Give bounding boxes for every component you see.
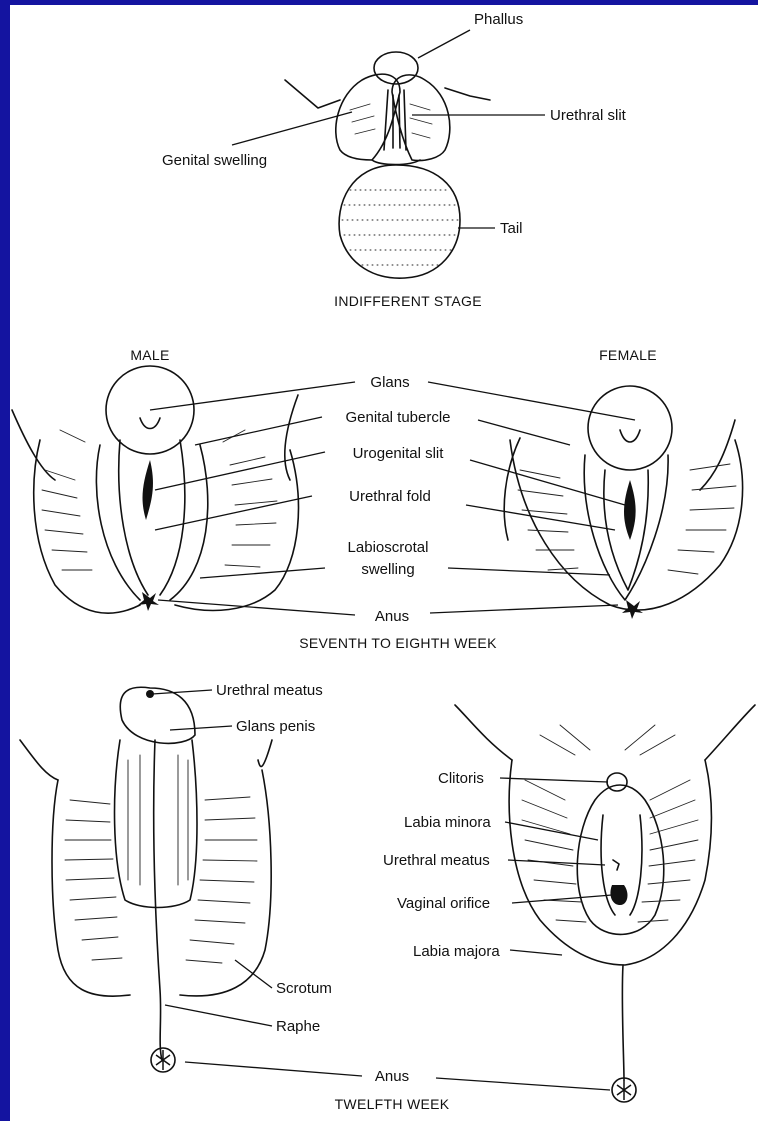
label-urethral-meatus-female: Urethral meatus xyxy=(383,852,490,869)
label-labia-minora: Labia minora xyxy=(404,814,491,831)
label-anus-week7: Anus xyxy=(375,608,409,625)
indifferent-leader-lines xyxy=(232,30,545,228)
label-vaginal-orifice: Vaginal orifice xyxy=(397,895,490,912)
header-male: MALE xyxy=(130,347,169,363)
label-anus-week12: Anus xyxy=(375,1068,409,1085)
label-genital-swelling: Genital swelling xyxy=(162,152,267,169)
label-urethral-slit: Urethral slit xyxy=(550,107,627,124)
label-tail: Tail xyxy=(500,220,523,237)
label-scrotum: Scrotum xyxy=(276,980,332,997)
label-glans: Glans xyxy=(370,374,409,391)
female-week7-drawing xyxy=(504,386,742,619)
male-week12-drawing xyxy=(20,687,272,1072)
label-clitoris: Clitoris xyxy=(438,770,484,787)
stage-title-seventh-eighth: SEVENTH TO EIGHTH WEEK xyxy=(299,635,497,651)
label-genital-tubercle: Genital tubercle xyxy=(345,409,450,426)
label-glans-penis: Glans penis xyxy=(236,718,315,735)
male-week12-leader-lines xyxy=(152,690,362,1076)
label-phallus: Phallus xyxy=(474,11,523,28)
stage-title-twelfth: TWELFTH WEEK xyxy=(335,1096,450,1112)
female-week12-drawing xyxy=(455,705,755,1102)
header-female: FEMALE xyxy=(599,347,657,363)
label-urethral-fold: Urethral fold xyxy=(349,488,431,505)
label-labioscrotal-line2: swelling xyxy=(361,561,414,578)
stage-title-indifferent: INDIFFERENT STAGE xyxy=(334,293,482,309)
label-urethral-meatus-male: Urethral meatus xyxy=(216,682,323,699)
indifferent-stage-drawing xyxy=(285,52,490,278)
label-urogenital-slit: Urogenital slit xyxy=(353,445,445,462)
label-raphe: Raphe xyxy=(276,1018,320,1035)
label-labioscrotal-line1: Labioscrotal xyxy=(348,539,429,556)
label-labia-majora: Labia majora xyxy=(413,943,500,960)
